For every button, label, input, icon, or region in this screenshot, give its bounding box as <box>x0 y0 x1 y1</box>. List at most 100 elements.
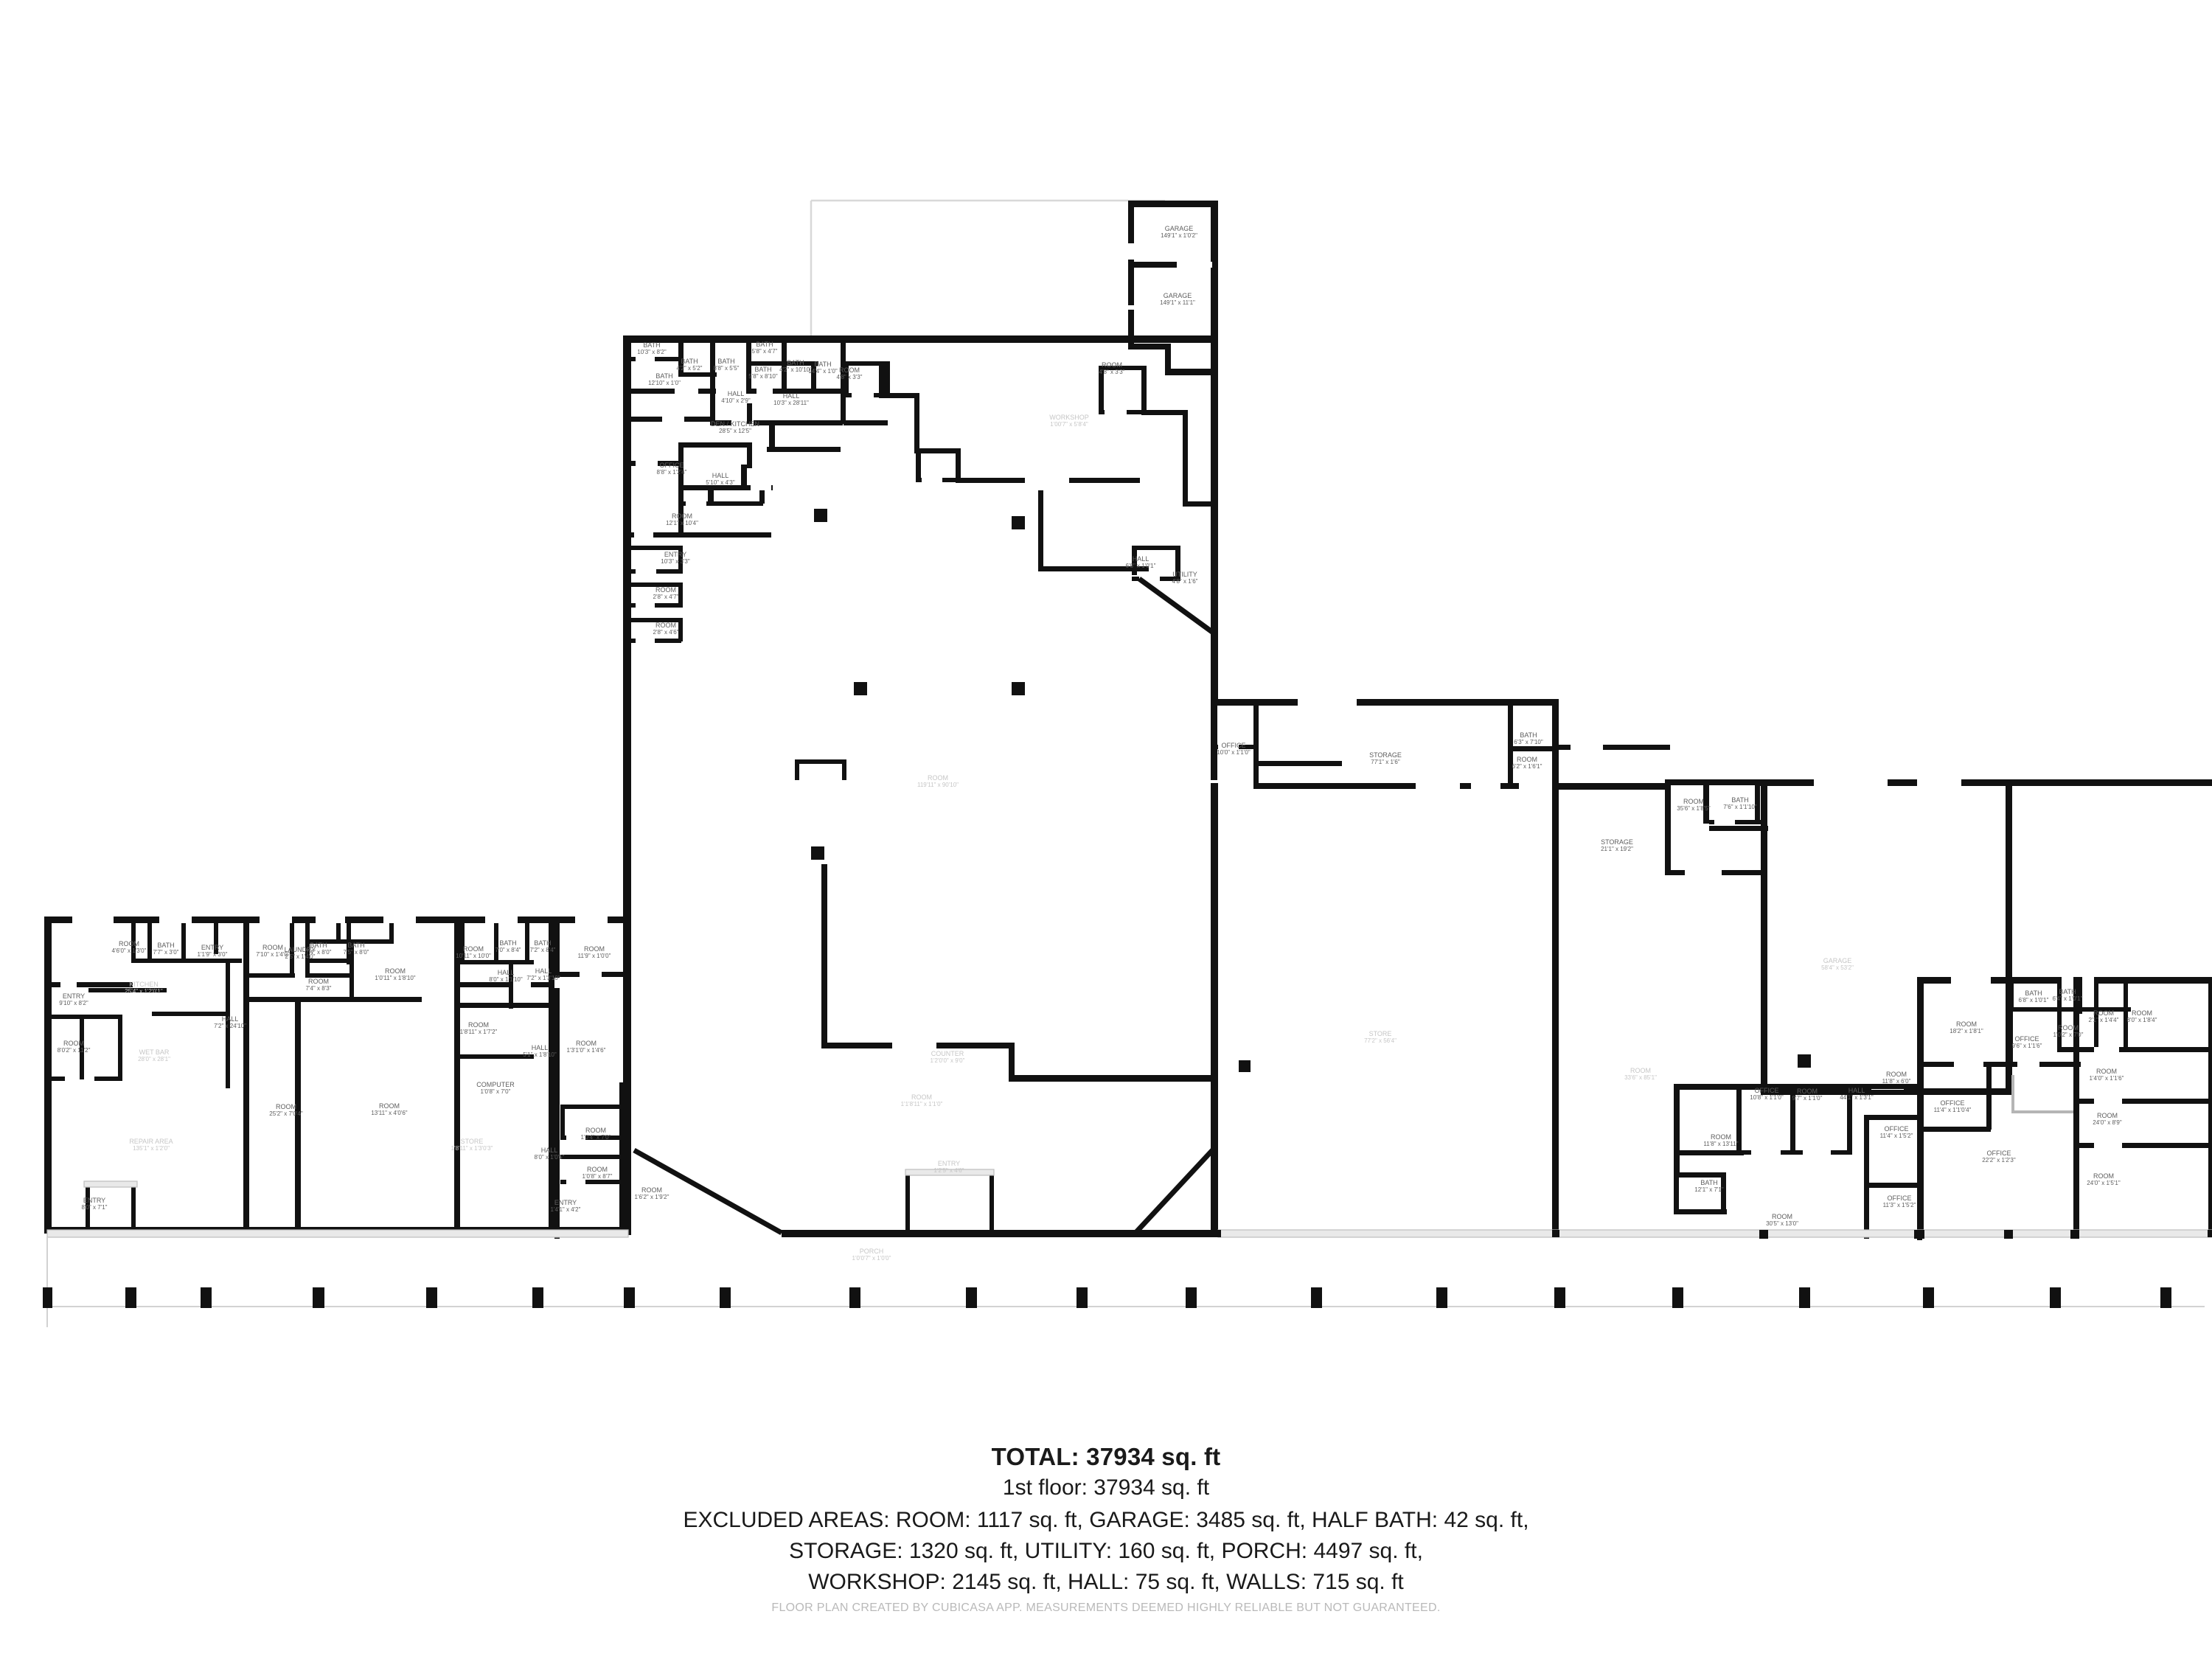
room-dimension: 7'2" x 8'4" <box>530 947 556 953</box>
room-name: ROOM <box>1956 1020 1977 1028</box>
total-area-label: TOTAL: 37934 sq. ft <box>991 1443 1221 1470</box>
room-dimension: 25'4" x 1'2'0'1" <box>125 988 163 995</box>
room-dimension: 2'8" x 4'7" <box>653 594 679 600</box>
room-name: ROOM <box>655 586 676 594</box>
room-name: ROOM <box>1102 361 1122 369</box>
room-dimension: 8'0" x 1'8'4" <box>2127 1017 2157 1023</box>
room-dimension: 8'0" x 1'1'10" <box>489 976 523 983</box>
room-name: ROOM <box>839 366 860 374</box>
room-dimension: 5'1" x 1'8'10" <box>523 1051 557 1058</box>
room-dimension: 21'1" x 19'2" <box>1601 846 1633 852</box>
room-dimension: 24'0" x 1'5'1" <box>2087 1180 2121 1186</box>
room-name: GARAGE <box>1164 292 1192 299</box>
room-dimension: 12'1" x 7'1" <box>1694 1186 1724 1193</box>
room-name: BATH <box>787 359 804 366</box>
room-name: BATH <box>2025 990 2042 997</box>
room-name: ROOM <box>1886 1071 1907 1078</box>
room-dimension: 22'2" x 1'2'3" <box>1982 1157 2016 1164</box>
room-dimension: 11'8" x 6'0" <box>1882 1078 1911 1085</box>
room-dimension: 14'4" x 1'0" <box>808 368 838 375</box>
room-dimension: 5'8" x 4'7" <box>752 348 778 355</box>
room-name: ROOM <box>468 1021 489 1029</box>
room-dimension: 35'6" x 1'8'5" <box>1677 805 1711 812</box>
room-dimension: 11'3" x 1'5'2" <box>1883 1202 1916 1208</box>
room-dimension: 7'5" x 8'0" <box>344 949 369 956</box>
room-dimension: 28'5" x 12'5" <box>719 428 751 434</box>
main-house-top-walls <box>623 335 1218 1235</box>
room-dimension: 1'8'11" x 1'3'0'3" <box>451 1145 493 1152</box>
room-name: HALL <box>728 390 745 397</box>
excluded-areas-line-3: WORKSHOP: 2145 sq. ft, HALL: 75 sq. ft, … <box>808 1569 1404 1594</box>
room-dimension: 7'2" x 24'10" <box>214 1023 246 1029</box>
room-name: ENTRY <box>201 944 223 951</box>
bottom-porch-and-railings <box>1215 1229 2212 1239</box>
room-name: ROOM <box>262 944 283 951</box>
room-name: HALL <box>712 472 729 479</box>
room-dimension: 1'2'5" x 4'6" <box>934 1167 964 1174</box>
room-dimension: 10'3" x 8'2" <box>637 349 667 355</box>
room-dimension: 58'4" x 53'2" <box>1821 964 1854 971</box>
room-name: ROOM <box>584 945 605 953</box>
room-name: HALL <box>535 967 552 975</box>
room-name: HALL <box>783 392 800 400</box>
room-dimension: 77'1" x 1'6" <box>1371 759 1400 765</box>
room-name: OFFICE <box>1222 742 1246 749</box>
room-dimension: 10'3" x 28'11" <box>773 400 809 406</box>
office-cluster-walls <box>1674 1084 1922 1240</box>
room-name: ROOM <box>1711 1133 1731 1141</box>
room-dimension: 33'6" x 85'1" <box>1624 1074 1657 1081</box>
room-name: ROOM <box>63 1040 84 1047</box>
room-name: BATH <box>756 341 773 348</box>
room-name: ENTRY <box>63 992 85 1000</box>
room-name: ROOM <box>276 1103 296 1110</box>
room-dimension: 4'2" x 10'10" <box>779 366 812 373</box>
room-dimension: 9'10" x 8'2" <box>59 1000 88 1006</box>
room-name: UTILITY <box>1172 571 1197 578</box>
room-name: OFFICE <box>1755 1087 1779 1094</box>
room-name: WET BAR <box>139 1048 170 1056</box>
room-dimension: 1'8'11" x 1'7'2" <box>460 1029 498 1035</box>
room-name: HALL <box>541 1147 558 1154</box>
room-dimension: 25'2" x 7'0'4" <box>269 1110 303 1117</box>
room-name: BATH <box>2059 988 2076 995</box>
room-dimension: 7'7" x 3'0" <box>153 949 179 956</box>
room-name: BATH <box>534 939 551 947</box>
